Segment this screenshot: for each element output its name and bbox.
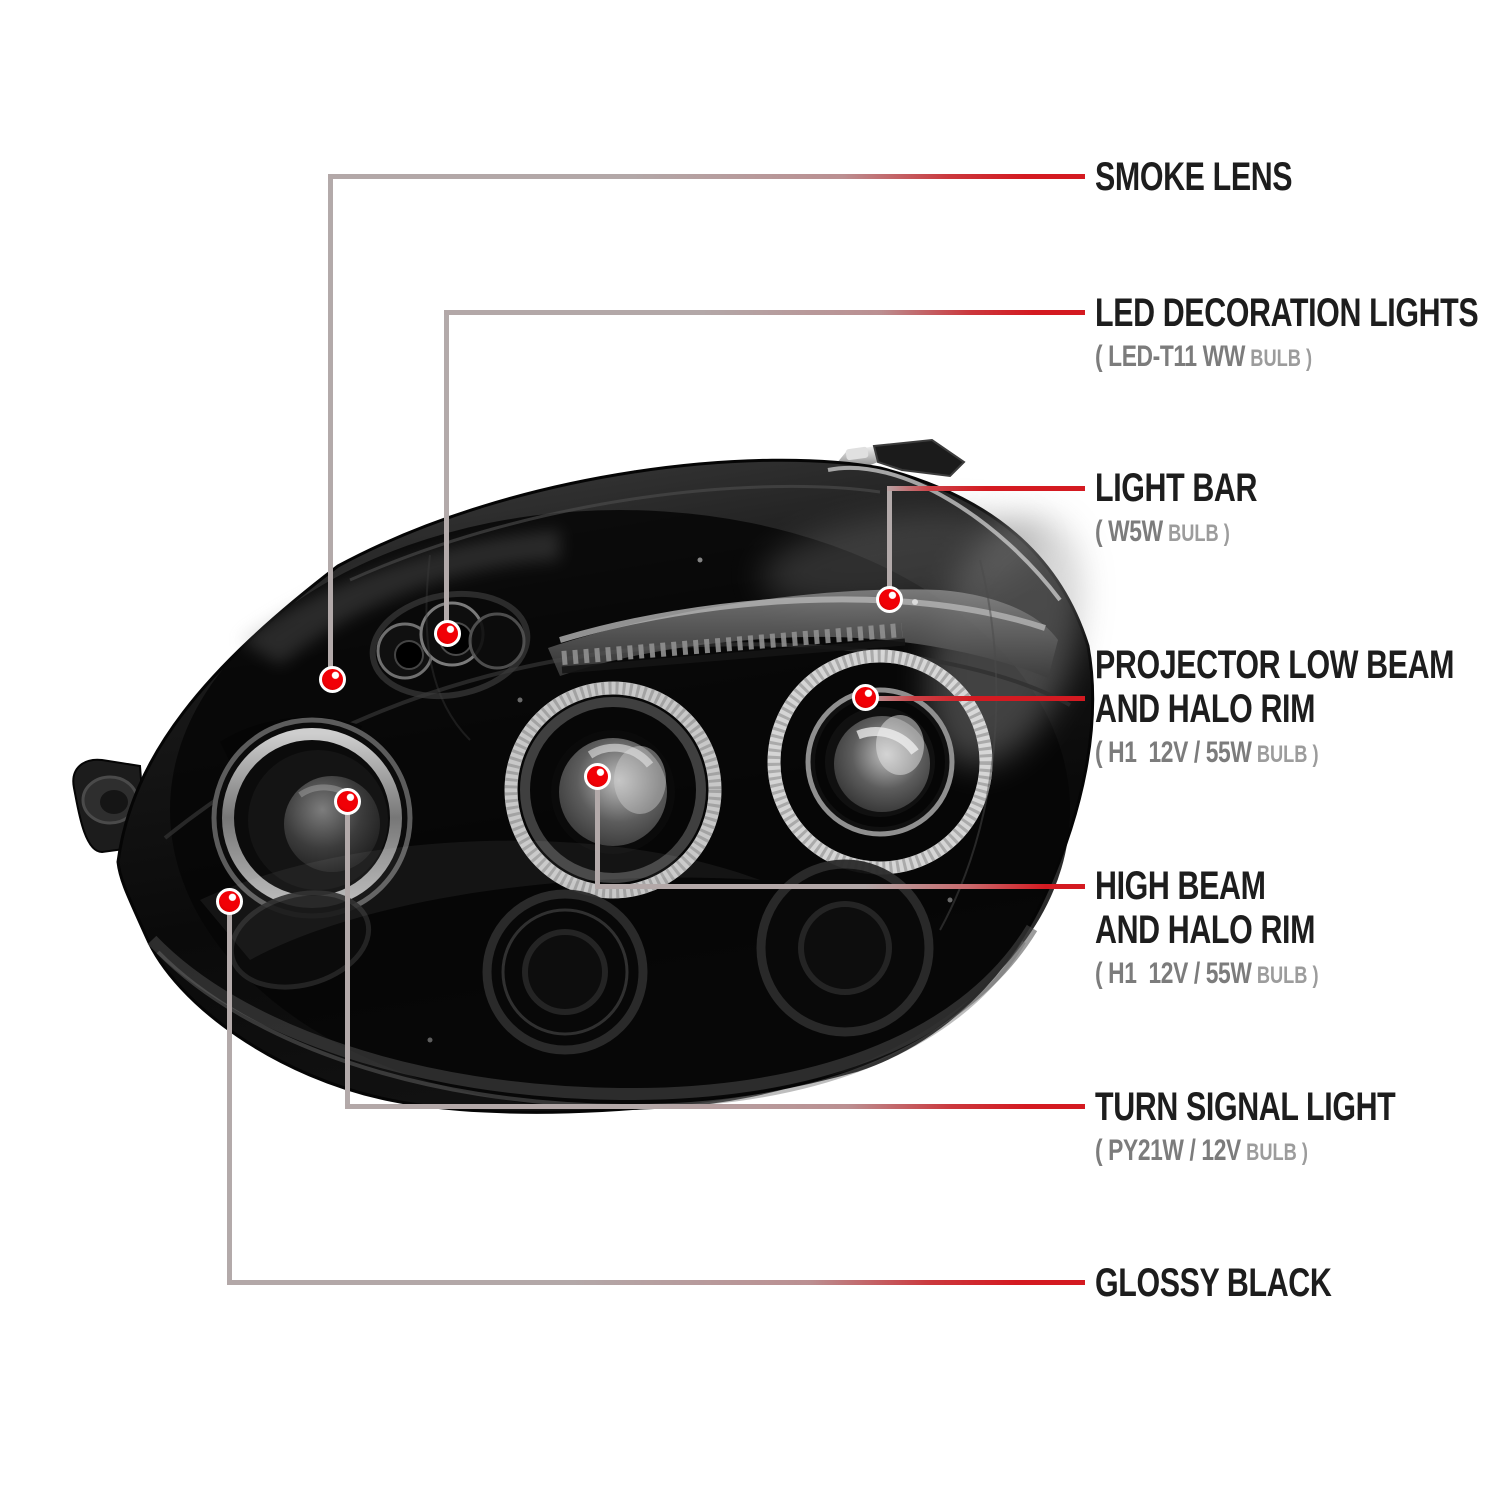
callout-glossy-black: GLOSSY BLACK (1095, 1261, 1332, 1305)
smoke-lens-leader-horizontal (328, 174, 1085, 179)
high-beam-dot (584, 763, 611, 790)
bulb-spec: ( PY21W / 12V (1095, 1134, 1241, 1167)
light-bar-dot (876, 586, 903, 613)
callout-title-line2: AND HALO RIM (1095, 687, 1316, 731)
bulb-word: BULB ) (1250, 345, 1313, 372)
light-bar-leader-horizontal (887, 486, 1085, 491)
callout-title: SMOKE LENS (1095, 155, 1293, 199)
turn-signal-leader-vertical (345, 802, 350, 1108)
callout-title-line1: PROJECTOR LOW BEAM (1095, 643, 1455, 687)
callout-title: GLOSSY BLACK (1095, 1261, 1332, 1305)
smoke-lens-dot (319, 666, 346, 693)
turn-signal-leader-horizontal (345, 1104, 1085, 1109)
bulb-word: BULB ) (1168, 520, 1230, 547)
callout-title: TURN SIGNAL LIGHT (1095, 1085, 1396, 1129)
smoke-lens-leader-vertical (328, 177, 333, 680)
callout-title-line1: HIGH BEAM (1095, 864, 1266, 908)
callout-title-line2: AND HALO RIM (1095, 908, 1316, 952)
led-decoration-lights-leader-horizontal (444, 310, 1085, 315)
bulb-spec: ( H1 12V / 55W (1095, 957, 1252, 990)
glossy-black-dot (216, 888, 243, 915)
bulb-spec: ( LED-T11 WW (1095, 340, 1245, 373)
bulb-word: BULB ) (1256, 962, 1319, 989)
callout-title: LED DECORATION LIGHTS (1095, 291, 1479, 335)
led-decoration-lights-dot (434, 620, 461, 647)
callout-smoke-lens: SMOKE LENS (1095, 155, 1293, 199)
bulb-word: BULB ) (1246, 1139, 1308, 1166)
bulb-spec: ( H1 12V / 55W (1095, 736, 1252, 769)
bulb-word: BULB ) (1256, 741, 1319, 768)
turn-signal-dot (334, 788, 361, 815)
high-beam-leader-vertical (595, 777, 600, 887)
light-bar-leader-vertical (887, 488, 892, 600)
callout-projector-low-beam: PROJECTOR LOW BEAM AND HALO RIM ( H1 12V… (1095, 643, 1454, 780)
callout-title: LIGHT BAR (1095, 466, 1258, 510)
bulb-spec: ( W5W (1095, 515, 1163, 548)
glossy-black-leader-horizontal (227, 1280, 1085, 1285)
glossy-black-leader-vertical (227, 902, 232, 1282)
projector-low-beam-dot (852, 684, 879, 711)
projector-low-beam-leader-horizontal (866, 696, 1085, 701)
led-decoration-lights-leader-vertical (444, 313, 449, 634)
high-beam-leader-horizontal (595, 884, 1085, 889)
